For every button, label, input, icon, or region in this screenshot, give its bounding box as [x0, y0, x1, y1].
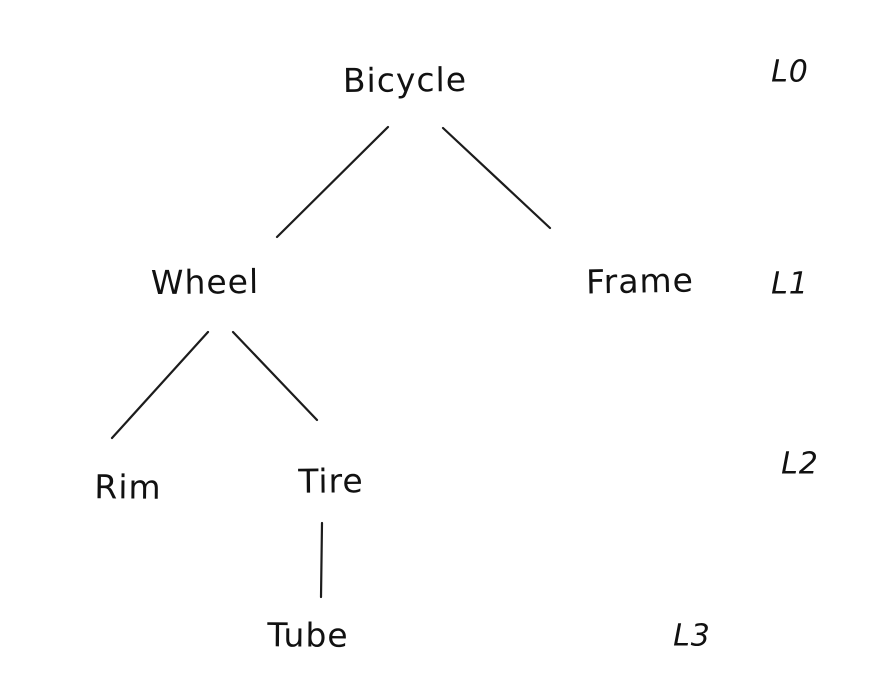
edge-tire-tube [319, 521, 324, 599]
edge-wheel-tire [231, 330, 319, 422]
level-label-l1: L1 [771, 266, 809, 302]
node-frame: Frame [585, 260, 695, 302]
level-label-l3: L3 [673, 618, 711, 654]
node-rim: Rim [94, 467, 162, 507]
edge-wheel-rim [110, 330, 210, 440]
edge-bicycle-frame [441, 126, 552, 230]
level-label-l2: L2 [781, 446, 819, 482]
node-bicycle: Bicycle [342, 59, 468, 101]
node-tire: Tire [298, 461, 364, 501]
node-tube: Tube [267, 615, 349, 655]
node-wheel: Wheel [150, 261, 260, 303]
level-label-l0: L0 [771, 54, 809, 90]
edge-bicycle-wheel [275, 125, 390, 239]
